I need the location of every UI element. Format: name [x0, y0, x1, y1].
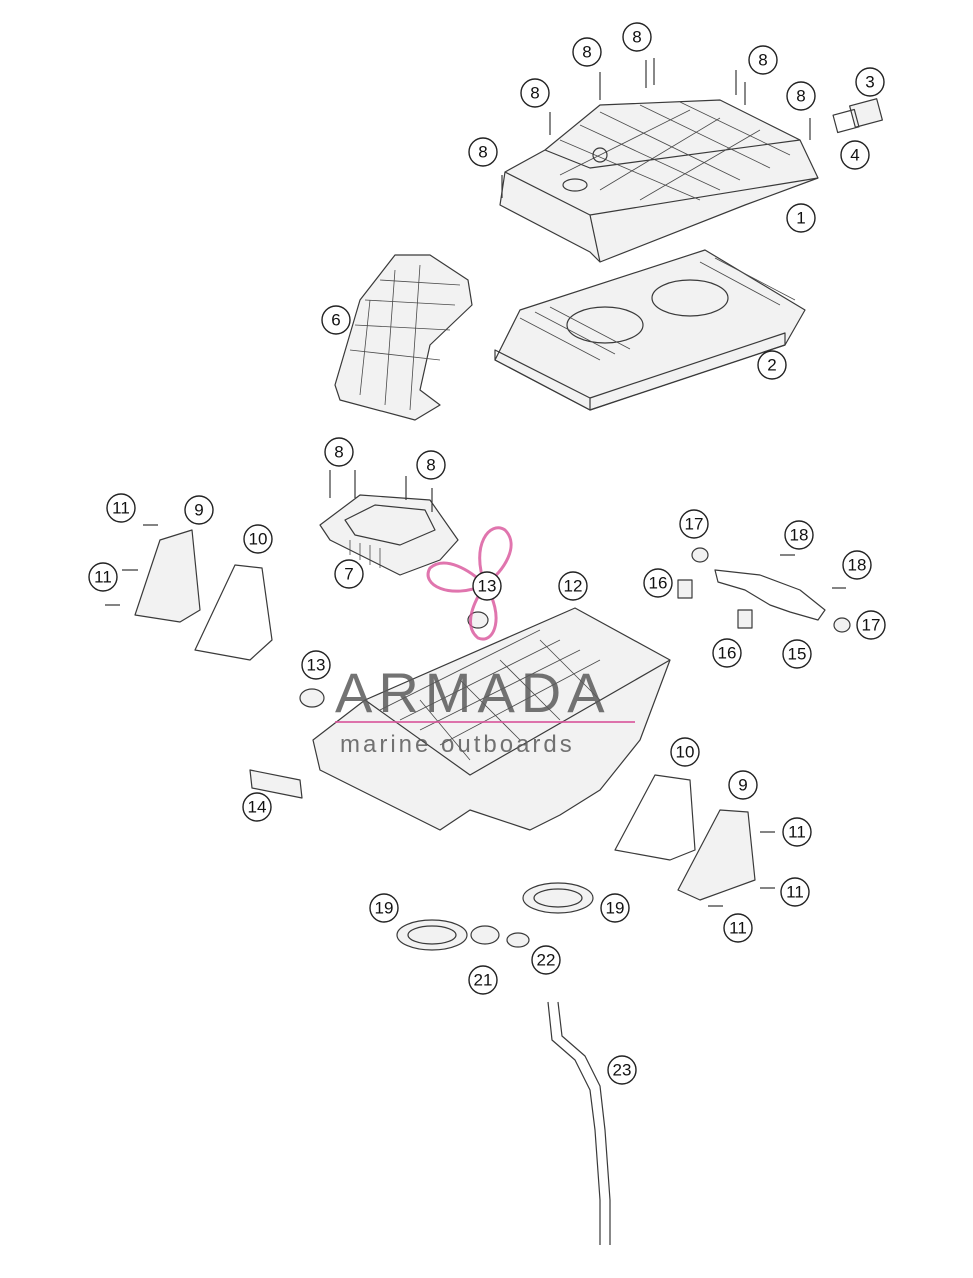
callout-number: 23 — [613, 1061, 632, 1080]
clip — [249, 769, 303, 799]
callout-part-8: 8 — [324, 437, 354, 467]
callout-layer: 1 2 3 4 6 7 8 8 8 8 8 8 8 8 9 9 10 10 11… — [88, 22, 886, 1085]
callout-part-19: 19 — [369, 893, 399, 923]
callout-number: 8 — [582, 43, 591, 62]
mounting-bracket — [677, 547, 851, 633]
callout-part-13: 13 — [301, 650, 331, 680]
callout-part-9: 9 — [728, 770, 758, 800]
callout-part-11: 11 — [782, 817, 812, 847]
callout-part-14: 14 — [242, 792, 272, 822]
callout-number: 2 — [767, 356, 776, 375]
right-side-cover — [614, 774, 775, 907]
callout-number: 11 — [94, 568, 112, 587]
watermark-subtitle: marine outboards — [340, 731, 575, 758]
callout-part-8: 8 — [786, 81, 816, 111]
callout-part-8: 8 — [622, 22, 652, 52]
callout-number: 19 — [375, 899, 394, 918]
callout-part-11: 11 — [106, 493, 136, 523]
callout-number: 10 — [249, 530, 268, 549]
callout-number: 8 — [530, 84, 539, 103]
callout-number: 18 — [790, 526, 809, 545]
callout-number: 13 — [478, 577, 497, 596]
callout-number: 10 — [676, 743, 695, 762]
seals — [396, 882, 594, 951]
callout-number: 8 — [632, 28, 641, 47]
callout-part-8: 8 — [748, 45, 778, 75]
callout-number: 8 — [334, 443, 343, 462]
callout-part-8: 8 — [572, 37, 602, 67]
callout-number: 8 — [758, 51, 767, 70]
lower-airbox — [312, 607, 671, 831]
callout-number: 12 — [564, 577, 583, 596]
callout-part-19: 19 — [600, 893, 630, 923]
callout-part-8: 8 — [416, 450, 446, 480]
callout-number: 9 — [738, 776, 747, 795]
watermark: ARMADA marine outboards — [335, 526, 635, 758]
callout-number: 6 — [331, 311, 340, 330]
watermark-title: ARMADA — [335, 661, 611, 724]
airbox-cover — [499, 99, 819, 263]
callout-number: 11 — [729, 919, 747, 938]
callout-number: 11 — [788, 823, 806, 842]
callout-part-23: 23 — [607, 1055, 637, 1085]
propeller-logo — [426, 526, 513, 641]
callout-part-10: 10 — [670, 737, 700, 767]
callout-part-8: 8 — [520, 78, 550, 108]
callout-part-16: 16 — [712, 638, 742, 668]
callout-part-13: 13 — [472, 571, 502, 601]
callout-number: 8 — [478, 143, 487, 162]
callout-part-22: 22 — [531, 945, 561, 975]
callout-number: 13 — [307, 656, 326, 675]
callout-number: 11 — [786, 883, 804, 902]
callout-part-6: 6 — [321, 305, 351, 335]
callout-number: 22 — [537, 951, 556, 970]
intake-duct — [334, 254, 473, 421]
callout-part-17: 17 — [856, 610, 886, 640]
callout-part-11: 11 — [780, 877, 810, 907]
left-side-cover — [105, 524, 273, 661]
callout-part-9: 9 — [184, 495, 214, 525]
callout-part-1: 1 — [786, 203, 816, 233]
callout-part-11: 11 — [723, 913, 753, 943]
callout-number: 8 — [426, 456, 435, 475]
callout-number: 16 — [718, 644, 737, 663]
callout-part-3: 3 — [855, 67, 885, 97]
callout-number: 18 — [848, 556, 867, 575]
callout-part-10: 10 — [243, 524, 273, 554]
drain-hose — [547, 1001, 611, 1245]
callout-part-2: 2 — [757, 350, 787, 380]
callout-part-18: 18 — [842, 550, 872, 580]
callout-number: 16 — [649, 574, 668, 593]
callout-number: 8 — [796, 87, 805, 106]
callout-number: 17 — [862, 616, 881, 635]
callout-part-21: 21 — [468, 965, 498, 995]
callout-number: 11 — [112, 499, 130, 518]
small-cover-and-gasket — [832, 98, 883, 134]
callout-part-8: 8 — [468, 137, 498, 167]
air-filter-element — [494, 249, 806, 411]
grommets — [299, 611, 489, 708]
callout-number: 17 — [685, 515, 704, 534]
callout-part-15: 15 — [782, 639, 812, 669]
cover-bolts — [329, 58, 811, 512]
callout-part-18: 18 — [784, 520, 814, 550]
callout-number: 7 — [344, 565, 353, 584]
callout-part-12: 12 — [558, 571, 588, 601]
intake-adapter — [319, 494, 459, 576]
callout-part-7: 7 — [334, 559, 364, 589]
callout-number: 4 — [850, 146, 859, 165]
callout-part-11: 11 — [88, 562, 118, 592]
callout-number: 3 — [865, 73, 874, 92]
callout-number: 15 — [788, 645, 807, 664]
callout-part-16: 16 — [643, 568, 673, 598]
callout-number: 9 — [194, 501, 203, 520]
callout-number: 21 — [474, 971, 493, 990]
callout-number: 1 — [796, 209, 805, 228]
callout-number: 19 — [606, 899, 625, 918]
callout-part-4: 4 — [840, 140, 870, 170]
callout-number: 14 — [248, 798, 267, 817]
callout-part-17: 17 — [679, 509, 709, 539]
